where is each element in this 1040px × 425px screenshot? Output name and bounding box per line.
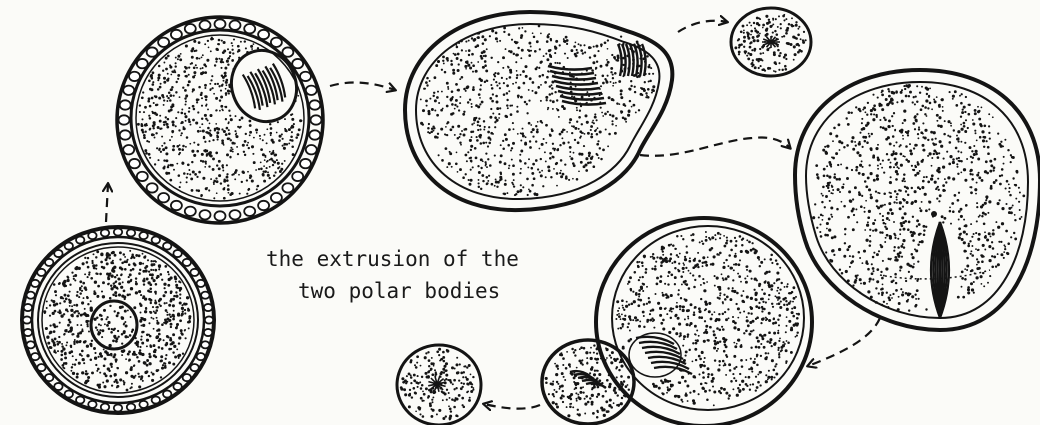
second-spindle [629, 333, 692, 377]
arrow-2-to-3 [330, 83, 395, 90]
second-polar-body [397, 345, 481, 425]
caption-line-2: two polar bodies [298, 279, 500, 303]
cytoplasm-granules [615, 231, 800, 406]
arrow-6-to-polar-2 [484, 404, 540, 409]
follicle-cells [23, 228, 213, 411]
second-meiotic-spindle [931, 211, 949, 318]
first-polar-body [731, 8, 811, 76]
arrow-1-to-2 [106, 184, 108, 222]
polar-body-chromatin [428, 376, 446, 392]
cell-3-oocyte [405, 12, 672, 210]
cytoplasm-granules [43, 250, 191, 391]
arrow-3-to-5 [640, 137, 790, 155]
chromatin [93, 305, 134, 348]
arrow-3-to-polar-1 [678, 21, 727, 32]
follicle-cells [119, 19, 322, 220]
cell-5-oocyte [795, 70, 1040, 330]
cytoplasm-granules [812, 84, 1025, 312]
metaphase-plate [548, 66, 606, 105]
follicle-ring [32, 237, 204, 403]
cell-6-oocyte [542, 218, 812, 425]
cell-1-oocyte [22, 227, 214, 413]
caption-line-1: the extrusion of the [266, 247, 519, 271]
cell-membrane [806, 82, 1028, 318]
cell-membrane [612, 226, 804, 410]
cell-2-oocyte [117, 17, 323, 223]
spindle-region [222, 41, 307, 131]
arrow-5-to-6 [808, 318, 880, 366]
first-meiotic-spindle [243, 63, 287, 110]
